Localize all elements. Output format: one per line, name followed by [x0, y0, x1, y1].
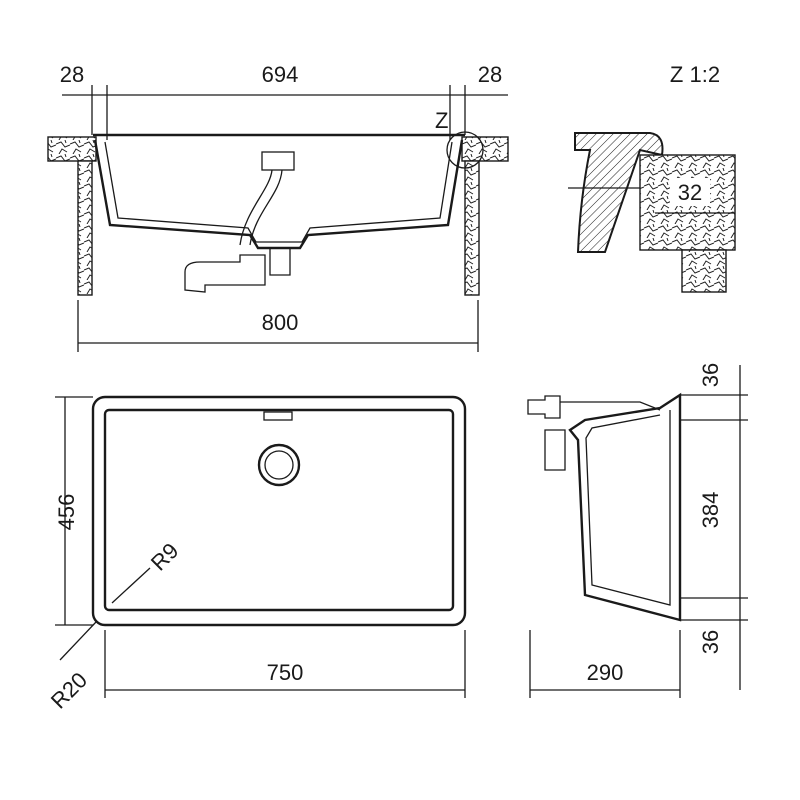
plan-view: 456 R9 R20 750 [46, 395, 467, 714]
front-section-view: 28 694 28 Z 800 [47, 62, 509, 352]
dim-outer-radius: R20 [46, 667, 92, 713]
dim-bottom-rim: 36 [698, 630, 723, 654]
drain-trap [184, 247, 291, 293]
dim-depth: 456 [54, 494, 79, 531]
scale-label: Z 1:2 [670, 62, 720, 87]
overflow-pipe [239, 169, 283, 246]
dim-left-rim: 28 [60, 62, 84, 87]
side-view: 36 384 36 290 [527, 363, 748, 698]
sink-rim-section [574, 132, 664, 253]
dim-height: 290 [587, 660, 624, 685]
cabinet-section [681, 249, 727, 293]
dim-cabinet-width: 800 [262, 310, 299, 335]
sink-outline [91, 395, 467, 627]
detail-z: Z 1:2 32 [568, 62, 736, 293]
worktop-left [47, 136, 97, 162]
overflow [261, 151, 295, 171]
dim-inner-radius: R9 [146, 538, 184, 576]
overflow-slot [263, 411, 293, 421]
dim-right-rim: 28 [478, 62, 502, 87]
drain-outer [257, 443, 301, 487]
dim-top-rim: 36 [698, 363, 723, 387]
waste-fittings [527, 395, 661, 471]
dim-worktop-thickness: 32 [678, 180, 702, 205]
cabinet-side-left [77, 160, 93, 296]
detail-marker: Z [435, 108, 448, 133]
sink-side-profile [568, 392, 682, 622]
dim-bowl-depth: 384 [698, 492, 723, 529]
bowl-outline [103, 408, 455, 612]
dim-width: 750 [267, 660, 304, 685]
worktop-right [461, 136, 509, 162]
cabinet-side-right [464, 160, 480, 296]
dim-inner-width: 694 [262, 62, 299, 87]
